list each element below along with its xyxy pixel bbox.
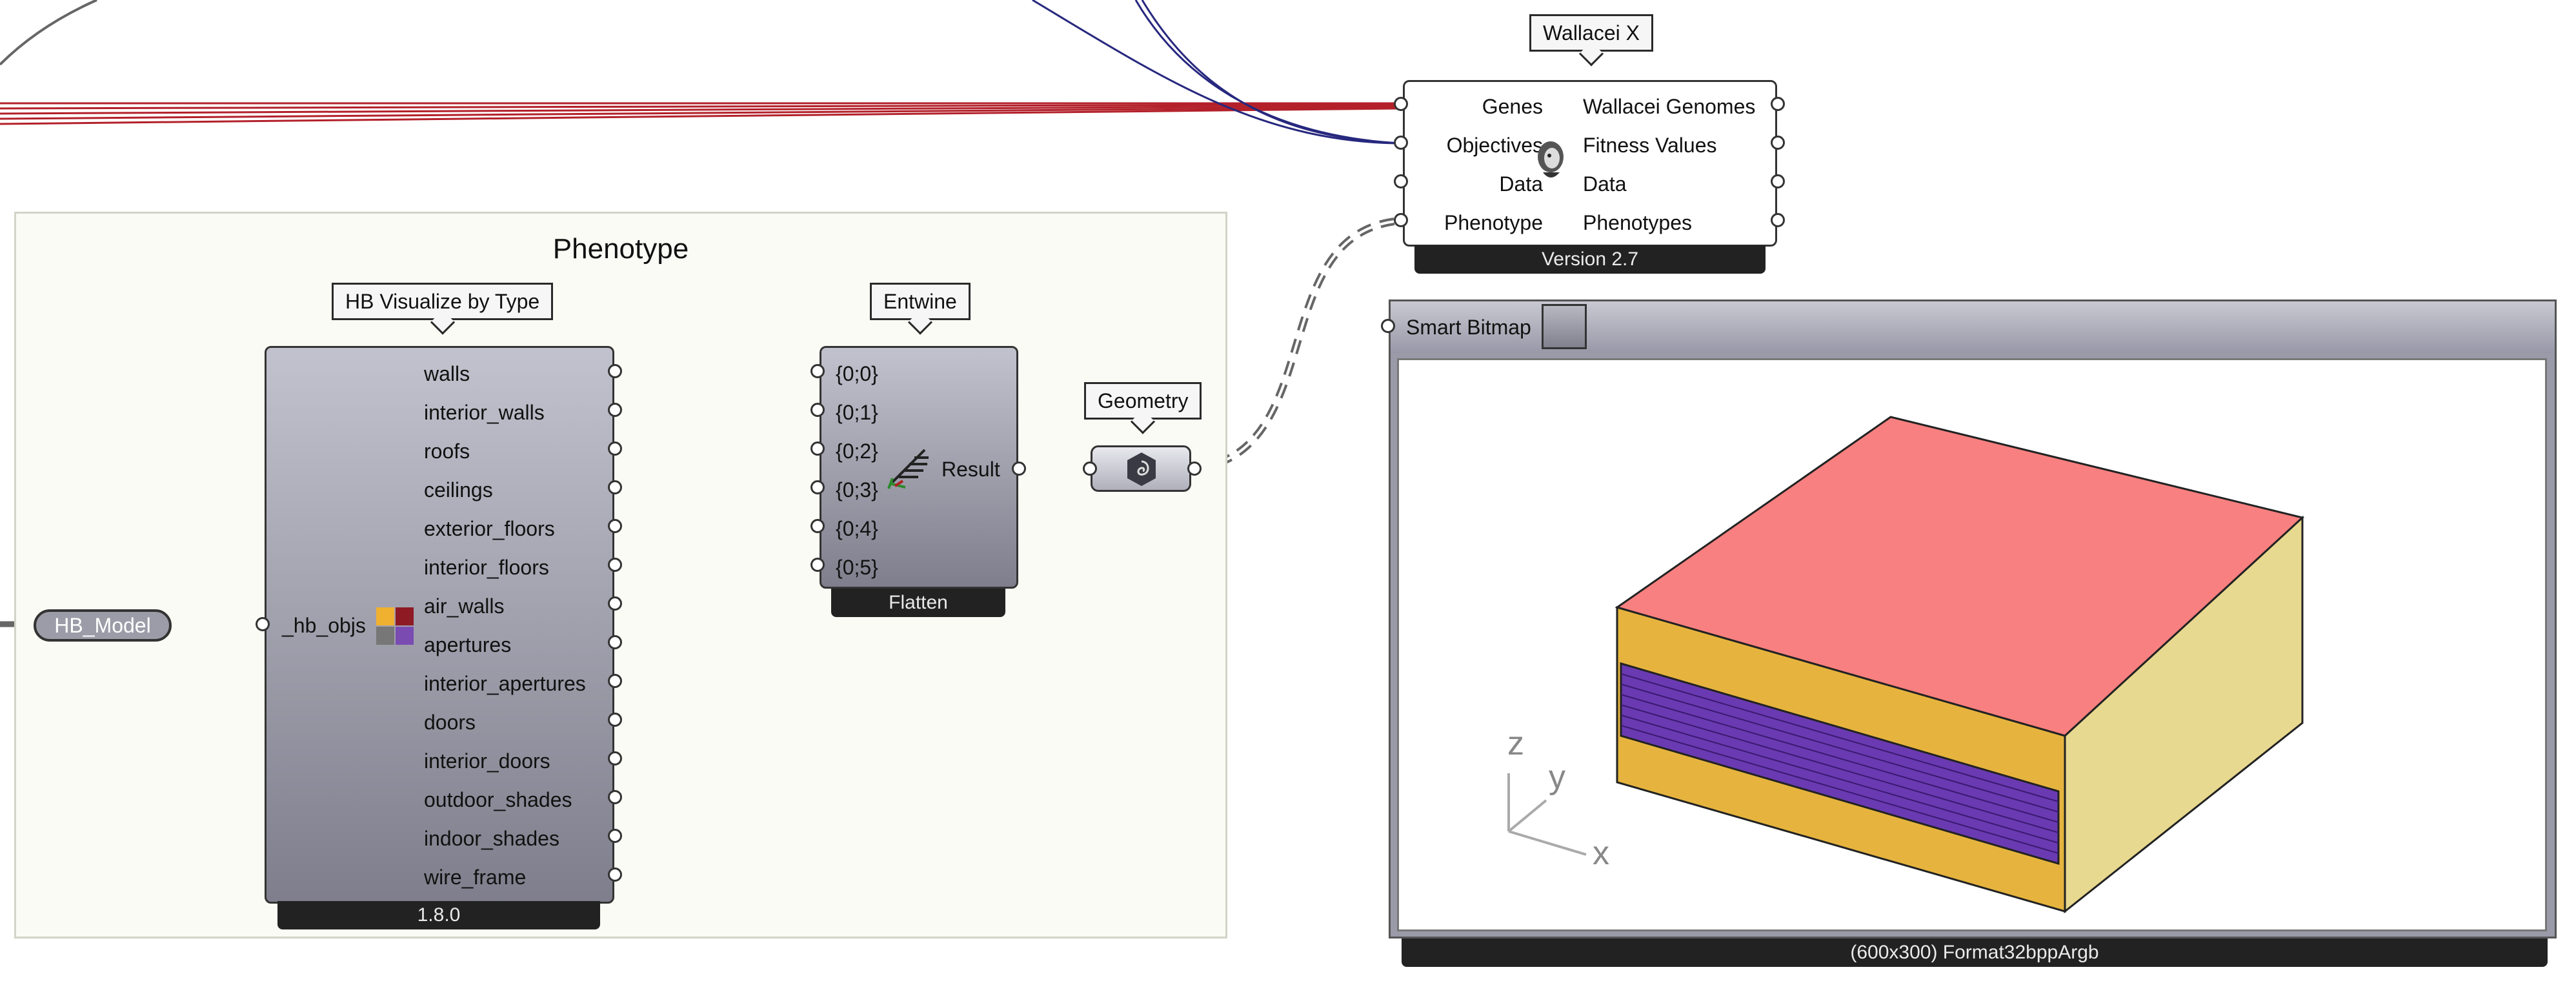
axis-gizmo: [1507, 773, 1587, 856]
aperture-band: [1620, 662, 2060, 866]
wallacei-component[interactable]: Genes Objectives Data Phenotype Wallacei…: [1403, 80, 1777, 247]
wire-objectives: [1032, 0, 1401, 145]
visualize-icon: [375, 606, 415, 646]
output-interior-walls: interior_walls: [424, 401, 545, 424]
grip-entwine-1[interactable]: [810, 403, 825, 417]
grip-outdoor-shades[interactable]: [608, 790, 622, 804]
hb-visualize-version: 1.8.0: [277, 901, 600, 929]
geometry-icon: [1122, 450, 1161, 489]
output-ceilings: ceilings: [424, 478, 493, 502]
grip-interior-floors[interactable]: [608, 558, 622, 572]
wallacei-output-phenotypes: Phenotypes: [1583, 211, 1693, 234]
wallacei-output-genomes: Wallacei Genomes: [1583, 95, 1756, 118]
output-roofs: roofs: [424, 440, 470, 463]
wallacei-input-genes: Genes: [1482, 95, 1543, 118]
entwine-input-0: {0;0}: [836, 362, 878, 385]
wallacei-tag: Wallacei X: [1529, 14, 1653, 52]
entwine-component[interactable]: {0;0} {0;1} {0;2} {0;3} {0;4} {0;5} Resu…: [820, 346, 1018, 589]
wallacei-version: Version 2.7: [1414, 245, 1766, 274]
group-title: Phenotype: [552, 233, 689, 265]
grip-entwine-2[interactable]: [810, 441, 825, 456]
output-indoor-shades: indoor_shades: [424, 827, 559, 850]
smart-bitmap-title: Smart Bitmap: [1406, 316, 1531, 339]
smart-bitmap-header: Smart Bitmap: [1391, 301, 2555, 353]
hb-model-param[interactable]: HB_Model: [34, 609, 172, 642]
grip-exterior-floors[interactable]: [608, 519, 622, 533]
hb-objs-input-label: _hb_objs: [282, 614, 366, 637]
output-exterior-floors: exterior_floors: [424, 517, 555, 540]
grip-wallacei-phenotypes[interactable]: [1771, 213, 1785, 227]
hb-objs-input-grip[interactable]: [256, 617, 270, 631]
grip-wallacei-fitness[interactable]: [1771, 136, 1785, 150]
grip-wallacei-data[interactable]: [1394, 174, 1408, 188]
grip-wallacei-objectives[interactable]: [1394, 136, 1408, 150]
grip-entwine-4[interactable]: [810, 519, 825, 533]
smart-bitmap-toggle-button[interactable]: [1542, 304, 1587, 349]
entwine-input-1: {0;1}: [836, 401, 878, 424]
output-outdoor-shades: outdoor_shades: [424, 788, 572, 811]
grip-wallacei-genes[interactable]: [1394, 97, 1408, 111]
side-wall: [2064, 515, 2304, 914]
output-apertures: apertures: [424, 633, 512, 656]
entwine-input-3: {0;3}: [836, 478, 878, 502]
grip-walls[interactable]: [608, 364, 622, 378]
output-interior-apertures: interior_apertures: [424, 672, 586, 695]
grip-interior-doors[interactable]: [608, 751, 622, 766]
grip-wallacei-phenotype[interactable]: [1394, 213, 1408, 227]
hb-visualize-component[interactable]: _hb_objs walls interior_walls roofs ceil…: [265, 346, 614, 904]
grip-wire-frame[interactable]: [608, 867, 622, 882]
wire-arc: [0, 0, 97, 66]
axis-y-label: y: [1549, 758, 1565, 796]
axis-x-label: x: [1593, 835, 1609, 872]
grip-air-walls[interactable]: [608, 596, 622, 611]
wallacei-input-phenotype: Phenotype: [1444, 211, 1543, 234]
building-render: [1507, 416, 2305, 914]
geometry-tag: Geometry: [1084, 382, 1202, 420]
output-air-walls: air_walls: [424, 594, 505, 618]
grip-entwine-3[interactable]: [810, 480, 825, 494]
grip-interior-walls[interactable]: [608, 403, 622, 417]
entwine-flatten-footer: Flatten: [831, 589, 1005, 617]
grip-wallacei-data-out[interactable]: [1771, 174, 1785, 188]
wire-phenotype-inner: [1194, 219, 1401, 470]
grip-entwine-result[interactable]: [1012, 462, 1026, 476]
grip-roofs[interactable]: [608, 441, 622, 456]
phenotype-group[interactable]: Phenotype: [14, 212, 1227, 938]
entwine-input-2: {0;2}: [836, 440, 878, 463]
output-interior-floors: interior_floors: [424, 556, 549, 579]
smart-bitmap-component[interactable]: Smart Bitmap: [1389, 299, 2557, 938]
output-wire-frame: wire_frame: [424, 866, 527, 889]
grip-indoor-shades[interactable]: [608, 829, 622, 843]
grip-geometry-output[interactable]: [1187, 462, 1202, 476]
wallacei-output-fitness: Fitness Values: [1583, 134, 1717, 157]
grip-entwine-0[interactable]: [810, 364, 825, 378]
grip-interior-apertures[interactable]: [608, 674, 622, 688]
axis-z-label: z: [1507, 725, 1524, 762]
entwine-tag: Entwine: [870, 283, 971, 320]
wallacei-output-data: Data: [1583, 172, 1627, 196]
entwine-input-4: {0;4}: [836, 517, 878, 540]
smart-bitmap-footer: (600x300) Format32bppArgb: [1402, 938, 2548, 967]
wire-genes: [0, 102, 1401, 125]
output-walls: walls: [424, 362, 470, 385]
output-doors: doors: [424, 711, 476, 734]
smart-bitmap-viewport: z y x: [1397, 358, 2547, 931]
wallacei-input-objectives: Objectives: [1446, 134, 1543, 157]
output-interior-doors: interior_doors: [424, 749, 550, 773]
geometry-param[interactable]: [1091, 445, 1191, 492]
grip-entwine-5[interactable]: [810, 558, 825, 572]
hb-model-label: HB_Model: [54, 614, 151, 637]
entwine-input-5: {0;5}: [836, 556, 878, 579]
grip-wallacei-genomes[interactable]: [1771, 97, 1785, 111]
grip-ceilings[interactable]: [608, 480, 622, 494]
entwine-output-label: Result: [941, 458, 1000, 481]
hb-visualize-tag: HB Visualize by Type: [332, 283, 554, 320]
grip-geometry-input[interactable]: [1083, 462, 1097, 476]
grip-smart-bitmap-input[interactable]: [1381, 319, 1395, 333]
entwine-icon: [886, 445, 931, 490]
grip-doors[interactable]: [608, 713, 622, 727]
wallacei-icon: [1530, 137, 1571, 183]
wallacei-input-data: Data: [1499, 172, 1543, 196]
grip-apertures[interactable]: [608, 635, 622, 649]
